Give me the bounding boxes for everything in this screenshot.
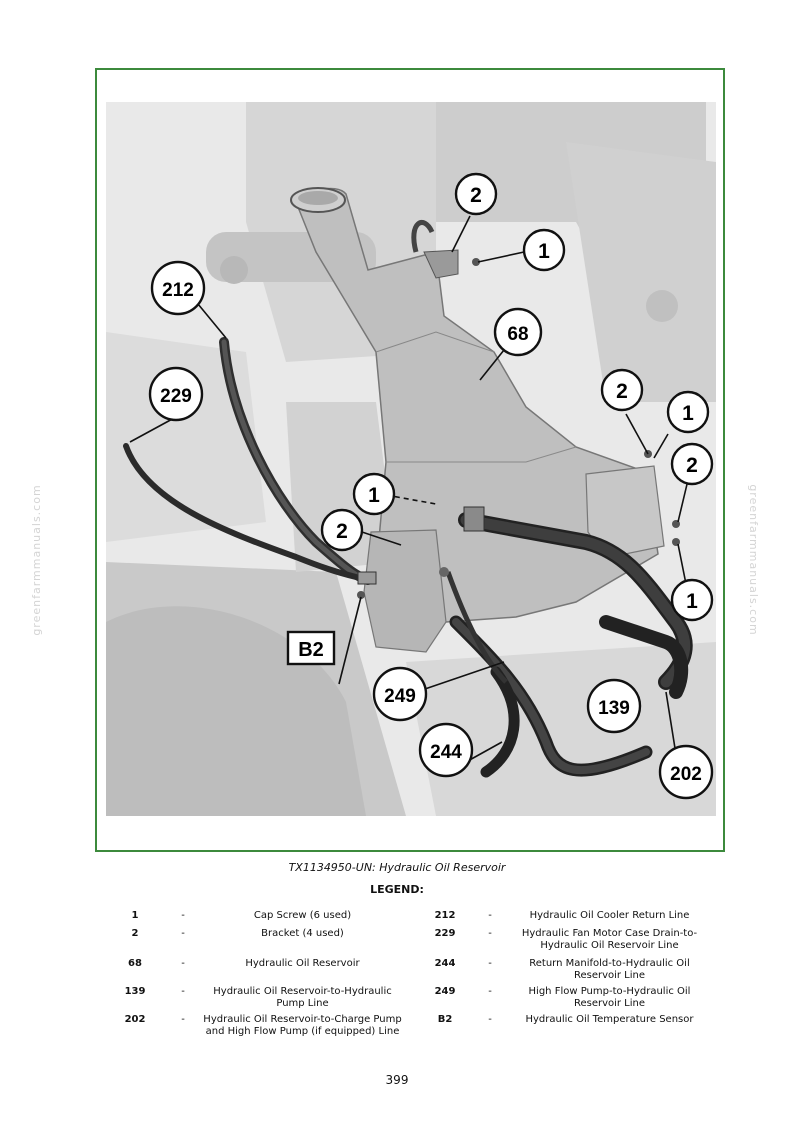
- legend-item-number: 244: [434, 958, 456, 969]
- svg-text:68: 68: [507, 324, 528, 345]
- callout-1-right-upper: 1: [666, 390, 710, 434]
- callout-202: 202: [658, 744, 714, 800]
- legend-dash: -: [181, 928, 185, 939]
- svg-text:1: 1: [368, 484, 380, 507]
- legend-dash: -: [488, 910, 492, 921]
- callout-1-top: 1: [522, 228, 566, 272]
- callout-b2-label: B2: [286, 630, 336, 666]
- svg-text:2: 2: [686, 454, 698, 477]
- svg-text:B2: B2: [298, 639, 324, 661]
- svg-text:2: 2: [616, 380, 628, 403]
- legend-dash: -: [488, 958, 492, 969]
- callout-2-top: 2: [454, 172, 498, 216]
- callout-139: 139: [586, 678, 642, 734]
- svg-text:249: 249: [384, 686, 416, 707]
- legend-dash: -: [488, 986, 492, 997]
- svg-text:244: 244: [430, 742, 462, 763]
- legend-item-number: 68: [128, 958, 142, 969]
- svg-text:2: 2: [336, 520, 348, 543]
- legend-item-description: Hydraulic Fan Motor Case Drain-to-Hydrau…: [521, 928, 698, 951]
- legend-item-description: Cap Screw (6 used): [253, 910, 352, 921]
- callout-212: 212: [150, 260, 206, 316]
- page-number: 399: [385, 1073, 409, 1087]
- svg-text:1: 1: [538, 240, 550, 263]
- legend-item-description: Hydraulic Oil Cooler Return Line: [529, 910, 690, 921]
- callout-1-left: 1: [352, 472, 396, 516]
- svg-text:212: 212: [162, 280, 194, 301]
- svg-text:1: 1: [686, 590, 698, 613]
- callout-249: 249: [372, 666, 428, 722]
- callout-2-right-middle: 2: [670, 442, 714, 486]
- svg-text:202: 202: [670, 764, 702, 785]
- legend-item-description: Hydraulic Oil Reservoir: [245, 958, 360, 969]
- legend-item-number: 202: [124, 1014, 146, 1025]
- legend-item-description: Hydraulic Oil Reservoir-to-Charge Pump a…: [203, 1014, 402, 1037]
- callout-244: 244: [418, 722, 474, 778]
- legend-item-description: Bracket (4 used): [261, 928, 344, 939]
- legend-item-number: 249: [434, 986, 456, 997]
- callout-68: 68: [493, 307, 543, 357]
- hydraulic-reservoir-illustration: 2 1 212 68 229 2: [106, 102, 716, 816]
- legend-dash: -: [488, 928, 492, 939]
- callout-1-right-lower: 1: [670, 578, 714, 622]
- legend-item-description: High Flow Pump-to-Hydraulic Oil Reservoi…: [528, 986, 691, 1009]
- legend-item-number: 212: [434, 910, 456, 921]
- svg-text:229: 229: [160, 386, 192, 407]
- legend-item-number: 229: [434, 928, 456, 939]
- legend-item-description: Hydraulic Oil Temperature Sensor: [525, 1014, 694, 1025]
- legend-dash: -: [181, 910, 185, 921]
- legend-dash: -: [181, 986, 185, 997]
- svg-text:1: 1: [682, 402, 694, 425]
- watermark-right: greenfarmmanuals.com: [747, 484, 760, 636]
- legend-item-description: Hydraulic Oil Reservoir-to-Hydraulic Pum…: [213, 986, 392, 1009]
- legend-item-number: 2: [131, 928, 139, 939]
- legend-item-number: 139: [124, 986, 146, 997]
- legend-item-number: B2: [437, 1014, 453, 1025]
- legend-title: LEGEND:: [370, 883, 424, 896]
- callout-229: 229: [148, 366, 204, 422]
- callout-2-right-upper: 2: [600, 368, 644, 412]
- figure-frame: 2 1 212 68 229 2: [95, 68, 725, 852]
- svg-text:2: 2: [470, 184, 482, 207]
- legend-item-number: 1: [131, 910, 139, 921]
- figure-caption: TX1134950-UN: Hydraulic Oil Reservoir: [288, 861, 506, 874]
- legend-dash: -: [181, 958, 185, 969]
- watermark-left: greenfarmmanuals.com: [30, 484, 43, 636]
- callout-2-left: 2: [320, 508, 364, 552]
- legend-dash: -: [488, 1014, 492, 1025]
- legend-dash: -: [181, 1014, 185, 1025]
- svg-text:139: 139: [598, 698, 630, 719]
- legend-item-description: Return Manifold-to-Hydraulic Oil Reservo…: [529, 958, 690, 981]
